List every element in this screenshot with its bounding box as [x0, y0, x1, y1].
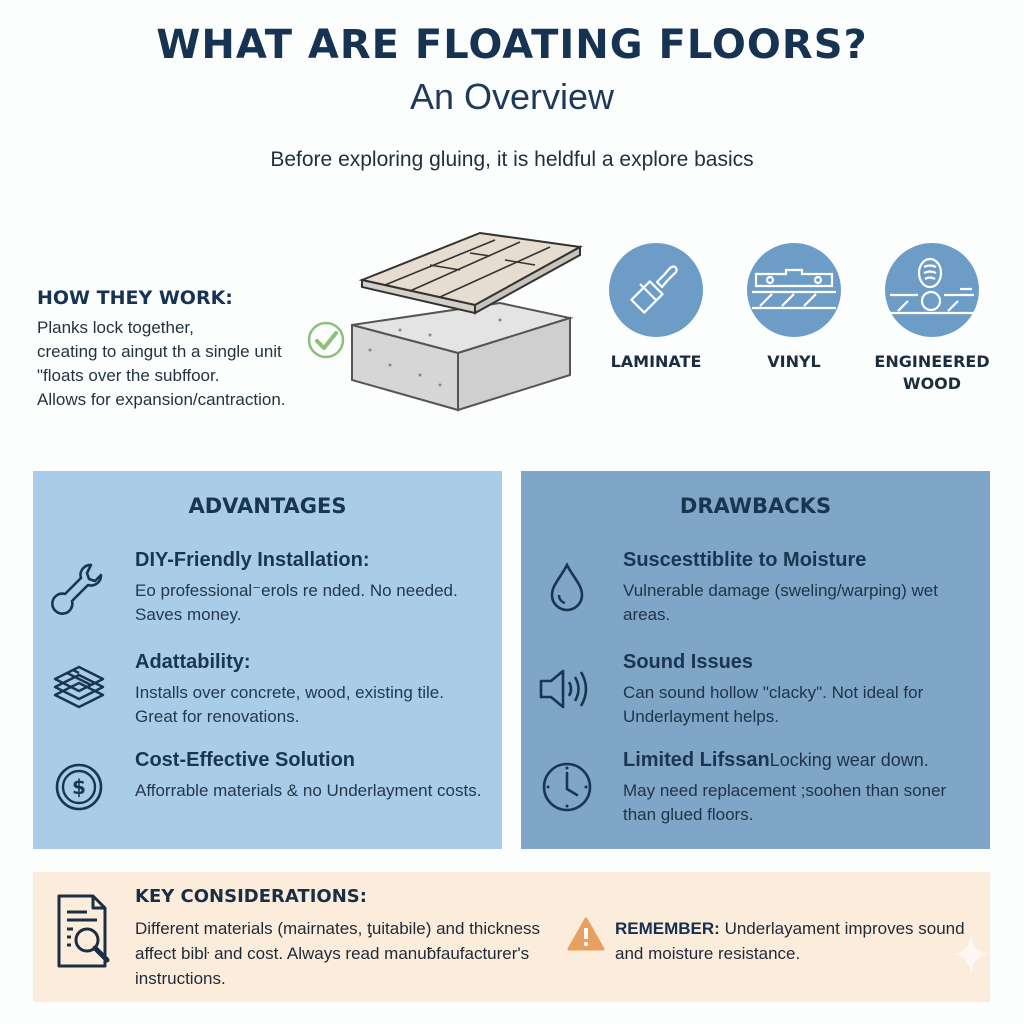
advantage-body: Installs over concrete, wood, existing t… [135, 683, 444, 726]
advantage-body: Afforrable materials & no Underlayment c… [135, 781, 482, 800]
concrete-subfloor-icon [351, 301, 574, 412]
layers-icon [49, 659, 109, 719]
intro-text: Before exploring gluing, it is heldful a… [270, 148, 754, 171]
footprint-icon [885, 243, 979, 337]
page-subtitle: An Overview [409, 76, 615, 117]
drawbacks-panel: DRAWBACKS Suscesttiblite to Moisture Vul… [521, 471, 990, 849]
drawback-title: Suscesttiblite to Moisture [623, 549, 867, 571]
remember-label: REMEMBER: [615, 919, 720, 938]
page-title: WHAT ARE FLOATING FLOORS? [156, 22, 868, 68]
advantages-panel: ADVANTAGES DIY-Friendly Installation: Eo… [33, 471, 502, 849]
planks-icon [358, 231, 584, 315]
advantage-title: DIY-Friendly Installation: [135, 549, 370, 571]
document-search-icon [57, 894, 110, 968]
floor-type-label: ENGINEERED WOOD [874, 352, 990, 393]
check-circle-icon [307, 321, 345, 359]
floor-type-label: LAMINATE [610, 352, 702, 371]
sparkle-icon [953, 934, 989, 974]
key-considerations-title: KEY CONSIDERATIONS: [135, 886, 367, 907]
water-drop-icon [537, 557, 597, 617]
drawback-body: May need replacement ;soohen than soner … [623, 781, 947, 824]
drawback-body: Can sound hollow "clacky". Not ideal for… [623, 683, 924, 726]
how-line: Planks lock together, [37, 318, 194, 337]
floor-illustration [307, 231, 584, 412]
floor-type-engineered-wood: ENGINEERED WOOD [862, 243, 1002, 395]
remember-note: REMEMBER: Underlayament improves sound a… [615, 916, 975, 966]
key-considerations-body: Different materials (mairnates, ƫuitabil… [135, 919, 541, 988]
advantage-title: Cost-Effective Solution [135, 749, 356, 771]
floor-type-label: VINYL [767, 352, 821, 371]
advantage-body: Eo professional⁻erols re nded. No needed… [135, 581, 458, 624]
drawback-title-suffix: Locking wear down. [769, 750, 929, 770]
floor-type-vinyl: VINYL [724, 243, 864, 373]
key-considerations-panel: KEY CONSIDERATIONS: Different materials … [33, 872, 990, 1002]
advantages-title: ADVANTAGES [188, 494, 347, 518]
svg-text:$: $ [72, 775, 86, 799]
drawback-title: Limited LifssanLocking wear down. [623, 749, 929, 771]
wrench-icon [49, 557, 109, 617]
how-line: creating to aingut th a single unit [37, 342, 282, 361]
how-line: "floats over the subffoor. [37, 366, 220, 385]
how-they-work-heading: HOW THEY WORK: [37, 287, 233, 309]
drawbacks-title: DRAWBACKS [679, 494, 832, 518]
remember-body: Underlayament improves sound and moistur… [615, 919, 965, 963]
clock-icon [537, 757, 597, 817]
floor-type-laminate: LAMINATE [586, 243, 726, 373]
level-tool-icon [747, 243, 841, 337]
drawback-title: Sound Issues [623, 651, 754, 673]
dollar-coin-icon: $ [49, 757, 109, 817]
advantage-title: Adattability: [135, 651, 251, 673]
drawback-body: Vulnerable damage (sweling/warping) wet … [623, 581, 938, 624]
paintbrush-icon [609, 243, 703, 337]
how-they-work-body: Planks lock together, creating to aingut… [37, 316, 286, 412]
warning-icon [567, 917, 605, 951]
speaker-icon [537, 659, 597, 719]
how-line: Allows for expansion/cantraction. [37, 390, 286, 409]
